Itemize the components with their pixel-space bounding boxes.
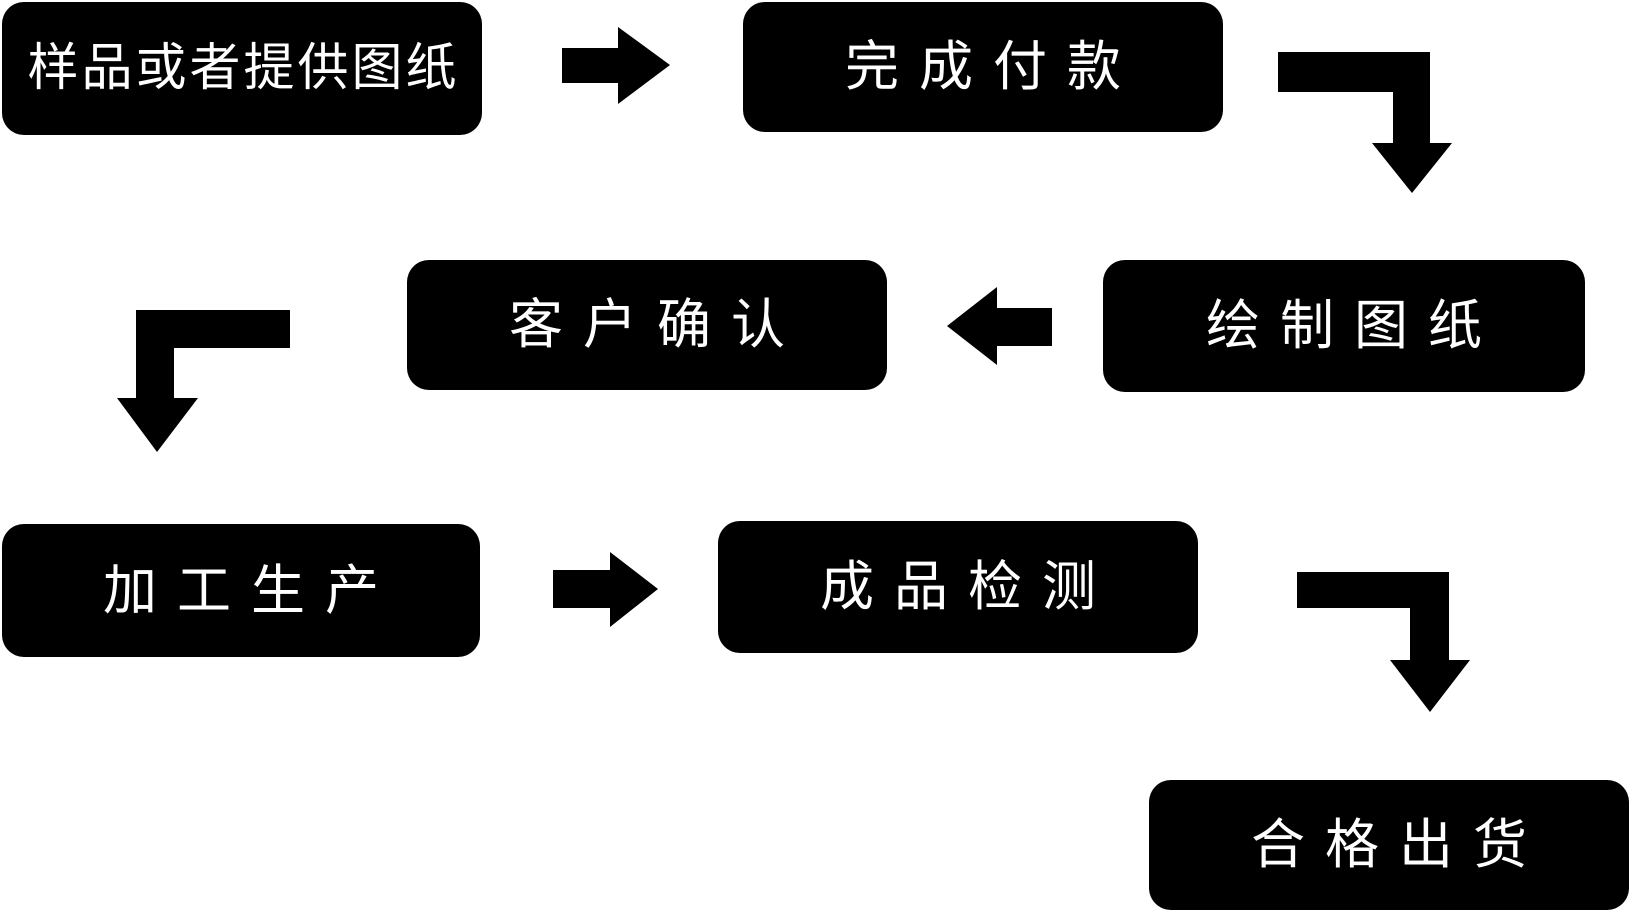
elbow-down-arrow-icon (1278, 52, 1452, 193)
elbow-down-arrow-icon (117, 310, 290, 452)
flow-node-customer-confirm: 客户确认 (407, 260, 887, 390)
flow-node-label: 成品检测 (820, 555, 1116, 618)
flow-node-production: 加工生产 (2, 524, 480, 657)
flow-node-label: 客户确认 (509, 293, 805, 356)
elbow-down-arrow-icon (1297, 572, 1470, 712)
flow-node-payment: 完成付款 (743, 2, 1223, 132)
flow-node-label: 合格出货 (1251, 813, 1547, 876)
flow-node-shipment: 合格出货 (1149, 780, 1629, 910)
flow-node-label: 完成付款 (845, 35, 1141, 98)
flow-node-label: 样品或者提供图纸 (27, 39, 460, 98)
flow-node-label: 绘制图纸 (1206, 294, 1502, 357)
flow-node-inspection: 成品检测 (718, 521, 1198, 653)
right-arrow-icon (562, 27, 670, 104)
left-arrow-icon (947, 287, 1052, 365)
flow-node-label: 加工生产 (103, 558, 399, 622)
right-arrow-icon (553, 552, 658, 627)
flow-node-draw-drawings: 绘制图纸 (1103, 260, 1585, 392)
flow-node-sample-or-drawings: 样品或者提供图纸 (2, 2, 482, 135)
